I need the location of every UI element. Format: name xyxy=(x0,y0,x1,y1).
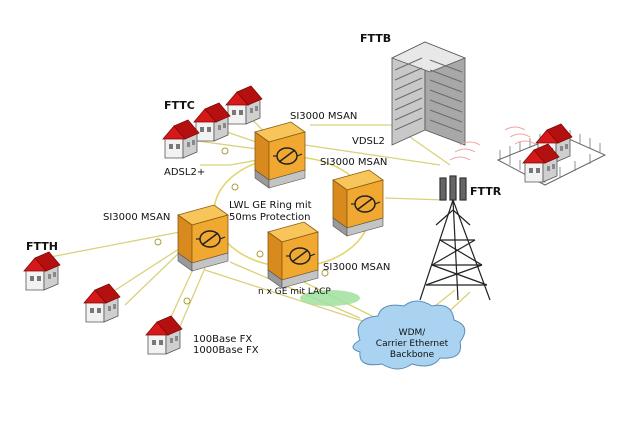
label-fttr: FTTR xyxy=(470,185,502,198)
label-ring-line1: LWL GE Ring mit xyxy=(229,200,312,211)
msan-node-icon-top xyxy=(254,121,306,189)
building-icon xyxy=(390,41,467,146)
cloud-icon xyxy=(352,300,466,370)
label-vdsl: VDSL2 xyxy=(352,136,385,147)
label-msan-bottom: SI3000 MSAN xyxy=(323,262,390,273)
label-fttb: FTTB xyxy=(360,32,391,45)
label-cloud-line2: Carrier Ethernet xyxy=(376,339,449,349)
label-msan-right: SI3000 MSAN xyxy=(320,157,387,168)
msan-node-icon-right xyxy=(332,169,384,237)
label-adsl: ADSL2+ xyxy=(164,167,205,178)
label-fx1000: 1000Base FX xyxy=(193,345,259,356)
radio-waves xyxy=(449,126,536,161)
msan-node-icon-bottom xyxy=(267,221,319,289)
label-fttc: FTTC xyxy=(164,99,195,112)
label-cloud-line3: Backbone xyxy=(390,350,435,360)
label-cloud-line1: WDM/ xyxy=(399,328,427,338)
label-lacp: n x GE mit LACP xyxy=(258,287,331,297)
tower-icon xyxy=(419,175,491,301)
label-msan-left: SI3000 MSAN xyxy=(103,212,170,223)
lacp-ellipse xyxy=(300,290,360,306)
fenced-house-icon xyxy=(496,123,607,186)
label-ring-line2: 50ms Protection xyxy=(229,212,310,223)
label-ftth: FTTH xyxy=(26,240,58,253)
label-fx100: 100Base FX xyxy=(193,334,252,345)
msan-node-icon-left xyxy=(177,204,229,272)
label-msan-top: SI3000 MSAN xyxy=(290,111,357,122)
